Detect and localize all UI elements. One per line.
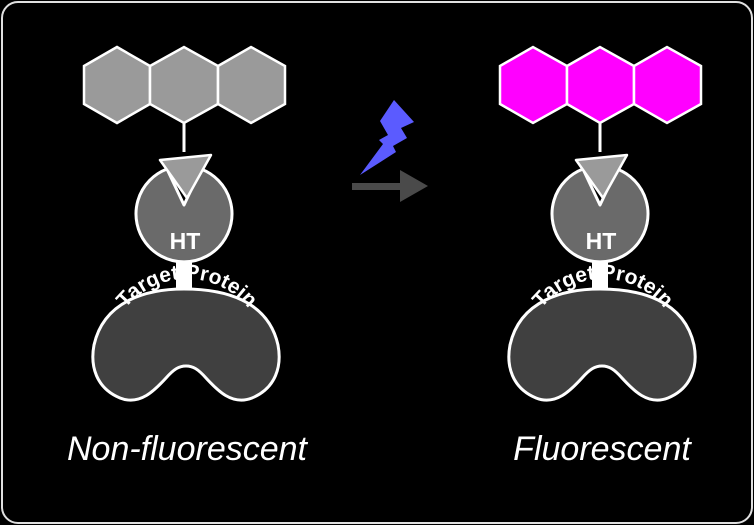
caption-non-fluorescent: Non-fluorescent [67, 430, 309, 468]
panel-fluorescent: HT Target Protein Fluorescent [498, 45, 703, 468]
right-arrow-icon [352, 170, 428, 202]
caption-fluorescent: Fluorescent [513, 430, 692, 468]
ht-body [134, 167, 234, 264]
fluorophore-off [82, 45, 287, 125]
ht-label: HT [586, 228, 617, 254]
ht-label: HT [170, 228, 201, 254]
transition [352, 100, 428, 202]
ht-protein-stalk [176, 256, 192, 290]
lightning-bolt-icon [360, 100, 414, 175]
fluorophore-on [498, 45, 703, 125]
ht-body [550, 167, 650, 264]
halotag-domain: HT [134, 167, 234, 290]
target-protein-body [507, 287, 697, 402]
target-protein-body [91, 287, 281, 402]
ht-protein-stalk [592, 256, 608, 290]
ligand-wedge [574, 153, 629, 200]
ligand-wedge [158, 153, 213, 200]
fluorophore-ring-3 [216, 45, 287, 125]
fluorophore-ring-3 [632, 45, 703, 125]
halotag-domain: HT [550, 167, 650, 290]
